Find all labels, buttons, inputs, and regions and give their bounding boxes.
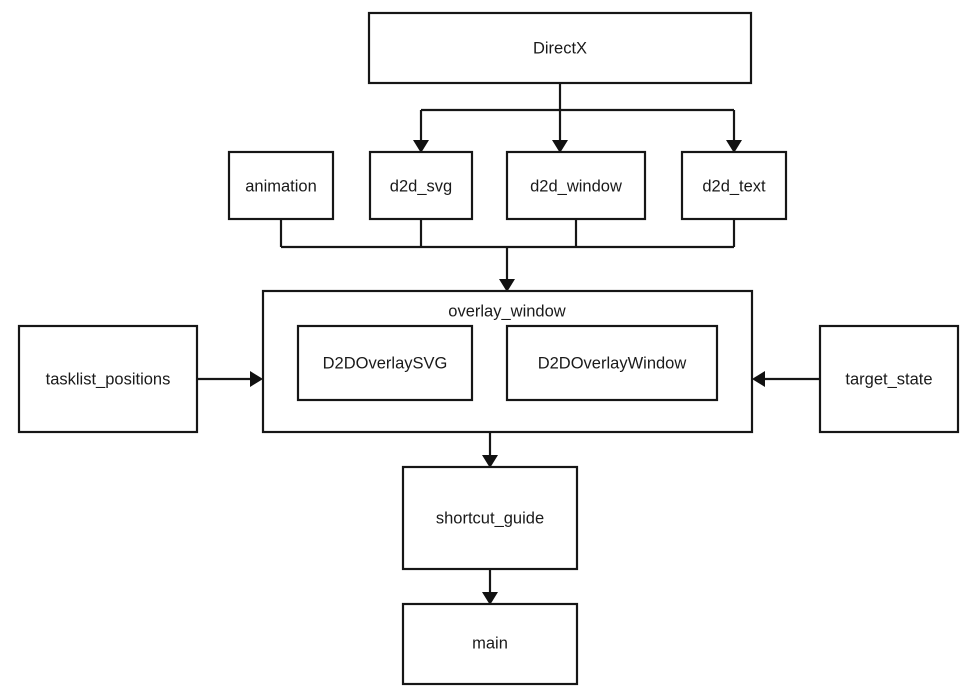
arrowhead-d2d-svg [413,140,429,153]
node-overlay-window[interactable]: overlay_window D2DOverlaySVG D2DOverlayW… [261,289,754,434]
node-shortcut-guide-label: shortcut_guide [436,509,544,527]
arrowhead-tasklist-to-overlay [250,371,263,387]
node-tasklist-positions-label: tasklist_positions [46,370,171,388]
arrowhead-d2d-text [726,140,742,153]
node-d2d-svg[interactable]: d2d_svg [368,150,474,221]
node-d2d-overlay-window-box[interactable] [505,324,719,402]
node-d2d-svg-label: d2d_svg [390,177,452,195]
node-directx-box[interactable] [367,11,753,85]
node-tasklist-positions[interactable]: tasklist_positions [17,324,199,434]
node-target-state[interactable]: target_state [818,324,960,434]
node-d2d-overlay-svg[interactable]: D2DOverlaySVG [296,324,474,402]
edge-row2-merge [279,219,736,292]
node-d2d-window[interactable]: d2d_window [505,150,647,221]
node-main-label: main [472,634,508,652]
node-animation-box[interactable] [227,150,335,221]
node-d2d-text-label: d2d_text [702,177,766,195]
node-d2d-overlay-window[interactable]: D2DOverlayWindow [505,324,719,402]
node-animation-label: animation [245,177,317,195]
node-target-state-box[interactable] [818,324,960,434]
arrowhead-targetstate-to-overlay [752,371,765,387]
node-d2d-svg-box[interactable] [368,150,474,221]
node-tasklist-positions-box[interactable] [17,324,199,434]
edge-layer [197,83,820,605]
edge-tasklist-to-overlay [197,371,263,387]
node-d2d-text-box[interactable] [680,150,788,221]
arrowhead-main [482,592,498,605]
node-directx[interactable]: DirectX [367,11,753,85]
node-main-box[interactable] [401,602,579,686]
arrowhead-shortcut-guide [482,455,498,468]
node-shortcut-guide-box[interactable] [401,465,579,571]
node-d2d-window-box[interactable] [505,150,647,221]
node-shortcut-guide[interactable]: shortcut_guide [401,465,579,571]
node-overlay-window-label: overlay_window [448,302,565,320]
node-d2d-overlay-svg-label: D2DOverlaySVG [323,354,448,372]
edge-directx-fanout [413,83,742,153]
edge-targetstate-to-overlay [752,371,820,387]
node-main[interactable]: main [401,602,579,686]
node-d2d-window-label: d2d_window [530,177,622,195]
node-d2d-text[interactable]: d2d_text [680,150,788,221]
arrowhead-d2d-window [552,140,568,153]
node-animation[interactable]: animation [227,150,335,221]
node-directx-label: DirectX [533,39,587,57]
node-target-state-label: target_state [845,370,932,388]
arrowhead-overlay-window [499,279,515,292]
node-d2d-overlay-svg-box[interactable] [296,324,474,402]
edge-shortcut-to-main [482,569,498,605]
node-d2d-overlay-window-label: D2DOverlayWindow [538,354,687,372]
edge-overlay-to-shortcut [482,432,498,468]
